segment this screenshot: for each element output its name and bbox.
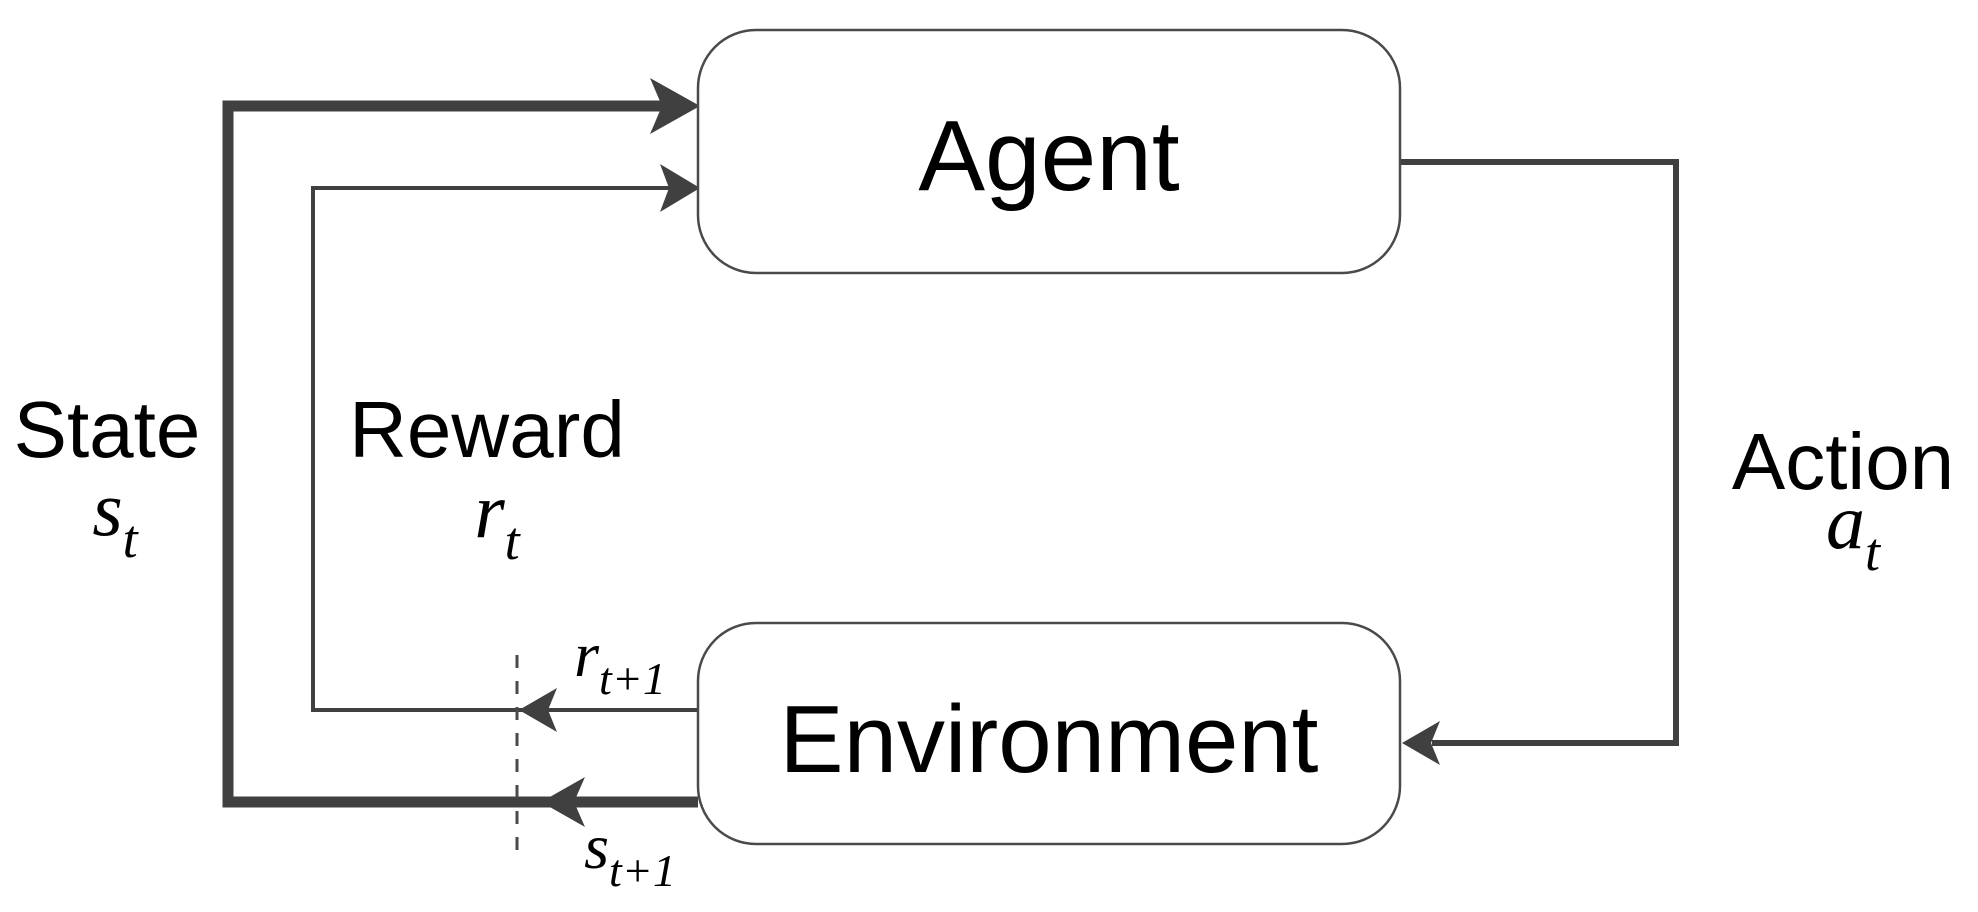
action-var-subscript: t: [1865, 522, 1882, 582]
state-label: State: [14, 385, 201, 474]
reward-next-var: rt+1: [574, 619, 666, 704]
state-next-subscript: t+1: [609, 845, 676, 896]
reward-var-symbol: r: [474, 467, 505, 554]
reward-var: rt: [474, 467, 521, 571]
action-edge: [1399, 159, 1679, 765]
state-var-symbol: s: [92, 465, 122, 552]
reward-edge: [311, 164, 700, 732]
environment-label: Environment: [780, 686, 1319, 793]
action-into-environment-arrowhead-icon: [1402, 721, 1440, 765]
agent-label: Agent: [918, 100, 1180, 212]
state-next-symbol: s: [584, 811, 609, 882]
state-next-var: st+1: [584, 811, 676, 896]
environment-box: [696, 621, 1402, 846]
reward-label: Reward: [349, 385, 625, 474]
action-var-symbol: a: [1826, 478, 1865, 565]
state-into-agent-arrowhead-icon: [650, 78, 700, 134]
reward-into-agent-arrowhead-icon: [660, 164, 700, 212]
reward-edge-line: [311, 186, 698, 712]
reward-next-arrowhead-icon: [519, 688, 557, 732]
state-next-arrowhead-icon: [541, 777, 585, 827]
reward-next-subscript: t+1: [599, 653, 666, 704]
reward-var-subscript: t: [505, 511, 522, 571]
action-var: at: [1826, 478, 1882, 582]
action-edge-line: [1399, 159, 1679, 746]
state-var: st: [92, 465, 139, 569]
reward-next-symbol: r: [574, 619, 600, 690]
state-var-subscript: t: [123, 509, 140, 569]
state-edge: [222, 78, 700, 827]
agent-box: [696, 28, 1402, 275]
state-edge-line: [222, 100, 698, 808]
action-label: Action: [1732, 417, 1954, 506]
